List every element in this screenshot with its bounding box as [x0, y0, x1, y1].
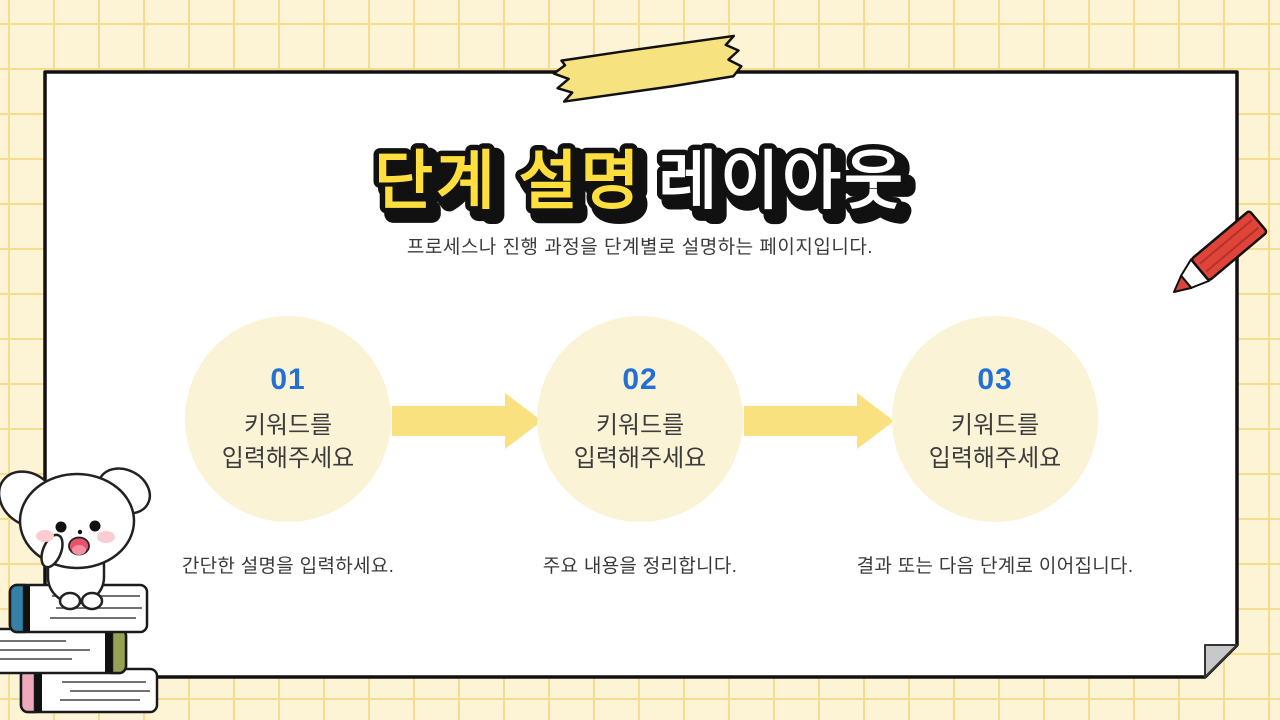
title-rest: 레이아웃	[658, 145, 906, 217]
step-keyword-line1: 키워드를	[595, 411, 685, 439]
step-caption-2: 주요 내용을 정리합니다.	[542, 556, 738, 577]
step-circle-1: 01 키워드를 입력해주세요	[185, 316, 391, 522]
step-keyword-line2: 입력해주세요	[928, 445, 1062, 472]
step-caption-3: 결과 또는 다음 단계로 이어집니다.	[856, 556, 1134, 577]
red-pencil-icon	[1173, 210, 1268, 293]
step-circle-2: 02 키워드를 입력해주세요	[537, 316, 743, 522]
arrow-icon	[392, 393, 542, 449]
step-keyword-line2: 입력해주세요	[221, 445, 355, 472]
puppy-face	[36, 520, 115, 556]
folded-corner	[1204, 644, 1238, 678]
book-middle	[0, 627, 128, 675]
page-subtitle: 프로세스나 진행 과정을 단계별로 설명하는 페이지입니다.	[406, 237, 874, 258]
step-number: 03	[977, 362, 1013, 396]
step-circle-3: 03 키워드를 입력해주세요	[892, 316, 1098, 522]
step-keyword: 키워드를 입력해주세요	[929, 409, 1061, 475]
step-number: 02	[622, 362, 658, 396]
step-keyword-line1: 키워드를	[243, 411, 333, 439]
washi-tape-icon	[552, 34, 743, 103]
puppy	[0, 467, 152, 611]
step-keyword: 키워드를 입력해주세요	[222, 409, 354, 475]
puppy-on-books-icon	[0, 467, 159, 714]
step-caption-1: 간단한 설명을 입력하세요.	[181, 556, 395, 577]
step-keyword-line1: 키워드를	[950, 411, 1040, 439]
book-bottom	[19, 667, 159, 714]
step-keyword-line2: 입력해주세요	[573, 445, 707, 472]
arrow-icon	[744, 393, 894, 449]
step-number: 01	[270, 362, 306, 396]
step-keyword: 키워드를 입력해주세요	[574, 409, 706, 475]
title-highlight: 단계 설명	[374, 145, 642, 217]
book-top	[8, 583, 149, 634]
